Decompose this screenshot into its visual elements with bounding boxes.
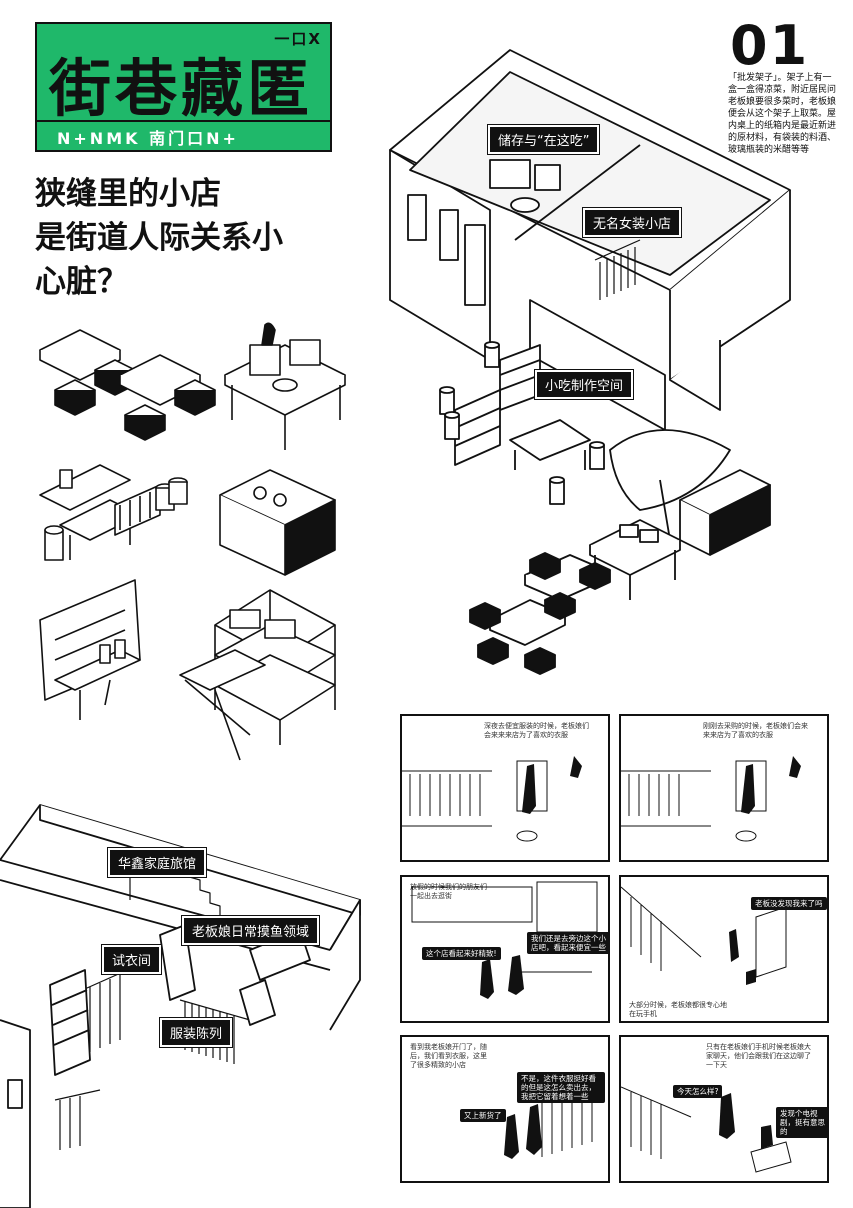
speech-bubble: 今天怎么样?	[673, 1085, 723, 1098]
comic-drawing	[402, 756, 582, 842]
subtitle: N+NMK 南门口N+	[57, 129, 239, 148]
page-description: 「批发架子」。架子上有一盒一盒得凉菜，附近居民问老板娘要很多菜时，老板娘便会从这…	[728, 73, 837, 155]
speech-bubble: 我们还是去旁边这个小店吧，看起来便宜一些	[527, 932, 608, 954]
comic-caption: 刚刚去采购的时候，老板娘们会来来来店为了喜欢的衣服	[703, 722, 808, 739]
label-snack-space: 小吃制作空间	[533, 369, 635, 400]
comic-caption: 只有在老板娘们手机时候老板娘大家聊天，他们会跟我们在这边聊了一下天	[706, 1043, 811, 1069]
speech-bubble: 老板没发现我来了吗	[751, 897, 827, 910]
speech-bubble: 又上新货了	[460, 1109, 506, 1122]
speech-bubble: 这个店看起来好精致!	[422, 947, 501, 960]
label-clothing-display: 服装陈列	[158, 1017, 234, 1048]
speech-bubble: 不是，这件衣服挺好看的但是这怎么卖出去，我把它留着想着一些	[517, 1072, 605, 1103]
comic-drawing	[621, 1086, 792, 1173]
comic-panel-2: 刚刚去采购的时候，老板娘们会来来来店为了喜欢的衣服	[619, 714, 829, 862]
comic-caption: 深夜去便宜服装的时候，老板娘们会来来来店为了喜欢的衣服	[484, 722, 589, 739]
headline-line2: 是街道人际关系小	[35, 220, 283, 256]
label-fitting-room: 试衣间	[100, 944, 163, 975]
label-womens-shop: 无名女装小店	[581, 207, 683, 238]
comic-drawing	[621, 756, 801, 842]
comic-panel-1: 深夜去便宜服装的时候，老板娘们会来来来店为了喜欢的衣服	[400, 714, 610, 862]
subtitle-bar: N+NMK 南门口N+	[37, 120, 330, 150]
label-storage: 储存与“在这吃”	[486, 124, 601, 155]
page-number: 01	[730, 14, 810, 77]
comic-caption: 大部分时候，老板娘都很专心地在玩手机	[629, 1001, 727, 1018]
comic-panel-6: 只有在老板娘们手机时候老板娘大家聊天，他们会跟我们在这边聊了一下天 今天怎么样?…	[619, 1035, 829, 1183]
comic-drawing	[504, 1076, 603, 1159]
speech-bubble: 发现个电视剧，挺有意思的	[776, 1107, 827, 1138]
comic-drawing	[621, 886, 787, 985]
page-title: 街巷藏匿	[49, 52, 314, 125]
comic-panel-3: 放假的时候我们的朋友们一起出去逛街 这个店看起来好精致! 我们还是去旁边这个小店…	[400, 875, 610, 1023]
label-hotel: 华鑫家庭旅馆	[106, 847, 208, 878]
headline-line3: 心脏？	[35, 264, 128, 300]
comic-drawing	[411, 881, 598, 999]
comic-panel-4: 老板没发现我来了吗 大部分时候，老板娘都很专心地在玩手机	[619, 875, 829, 1023]
label-boss-area: 老板娘日常摸鱼领域	[180, 915, 321, 946]
headline: 狭缝里的小店 是街道人际关系小 心脏？	[35, 172, 365, 304]
headline-line1: 狭缝里的小店	[35, 176, 221, 212]
window-controls[interactable]: 一口X	[274, 30, 322, 48]
title-card: 一口X 街巷藏匿 N+NMK 南门口N+	[35, 22, 332, 152]
comic-panel-5: 看到我老板娘开门了，随后，我们看到衣服，这里了很多精致的小店 不是，这件衣服挺好…	[400, 1035, 610, 1183]
comic-caption: 看到我老板娘开门了，随后，我们看到衣服，这里了很多精致的小店	[410, 1043, 487, 1069]
